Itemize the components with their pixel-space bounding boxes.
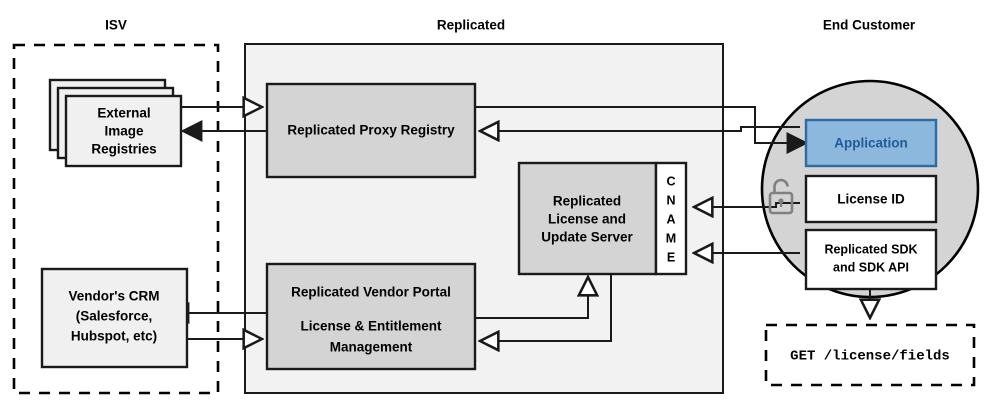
license-update-server-box: [517, 161, 658, 276]
vendors-crm-box: [40, 267, 189, 369]
vendor-portal-line-4: Management: [330, 340, 413, 355]
replicated-license-and-update-server[interactable]: Replicated License and Update Server: [517, 161, 658, 276]
license-server-line-3: Update Server: [541, 230, 633, 245]
proxy-registry-label: Replicated Proxy Registry: [287, 123, 455, 138]
isv-boundary: [12, 43, 220, 395]
zone-label-replicated: Replicated: [437, 18, 505, 33]
api-request-node[interactable]: GET /license/fields: [764, 323, 976, 387]
application-box: [804, 118, 938, 168]
vendor-portal-line-3: License & Entitlement: [300, 319, 442, 334]
api-request-label: GET /license/fields: [790, 349, 950, 365]
vendors-crm-line-2: (Salesforce,: [76, 309, 153, 324]
cname-letter-n: N: [666, 193, 675, 207]
registries-line-3: Registries: [91, 142, 156, 157]
unlocked-padlock-icon: [768, 178, 794, 215]
zone-label-isv: ISV: [105, 18, 127, 33]
proxy-registry-box: [265, 82, 477, 179]
connector-license-server-to-vendor-portal: [480, 272, 612, 341]
cname-tab[interactable]: C N A M E: [654, 161, 688, 276]
cname-letter-a: A: [666, 212, 675, 226]
zone-label-end-customer: End Customer: [823, 18, 916, 33]
connector-application-to-proxy: [480, 127, 800, 131]
replicated-sdk-node[interactable]: Replicated SDK and SDK API: [804, 228, 938, 291]
replicated-sdk-line-1: Replicated SDK: [824, 242, 917, 256]
vendor-portal-box: [265, 262, 477, 371]
replicated-proxy-registry[interactable]: Replicated Proxy Registry: [265, 82, 477, 179]
license-id-box: [804, 174, 938, 224]
license-id-label: License ID: [837, 192, 905, 207]
connector-proxy-to-application: [475, 106, 806, 143]
vendors-crm-line-3: Hubspot, etc): [71, 329, 157, 344]
vendors-crm[interactable]: Vendor's CRM (Salesforce, Hubspot, etc): [40, 267, 189, 369]
connector-vendor-portal-to-license-server: [475, 277, 588, 319]
registries-stack-layer-1: [64, 94, 183, 168]
cname-letter-e: E: [667, 250, 675, 264]
cname-letter-c: C: [666, 174, 675, 188]
replicated-sdk-box: [804, 228, 938, 291]
cname-letter-m: M: [666, 231, 676, 245]
license-server-line-2: License and: [548, 212, 626, 227]
api-request-dashed-box: [764, 323, 976, 387]
replicated-vendor-portal[interactable]: Replicated Vendor Portal License & Entit…: [265, 262, 477, 371]
license-id-node[interactable]: License ID: [804, 174, 938, 224]
replicated-sdk-line-2: and SDK API: [833, 260, 909, 274]
external-image-registries[interactable]: External Image Registries: [48, 78, 183, 168]
application-label: Application: [834, 136, 908, 151]
cname-tab-box: [654, 161, 688, 276]
vendors-crm-line-1: Vendor's CRM: [69, 289, 160, 304]
registries-line-1: External: [97, 106, 150, 121]
vendor-portal-line-1: Replicated Vendor Portal: [291, 285, 451, 300]
connector-license-id-to-license-server: [694, 203, 800, 207]
registries-line-2: Image: [104, 124, 144, 139]
application-node[interactable]: Application: [804, 118, 938, 168]
license-server-line-1: Replicated: [553, 194, 621, 209]
